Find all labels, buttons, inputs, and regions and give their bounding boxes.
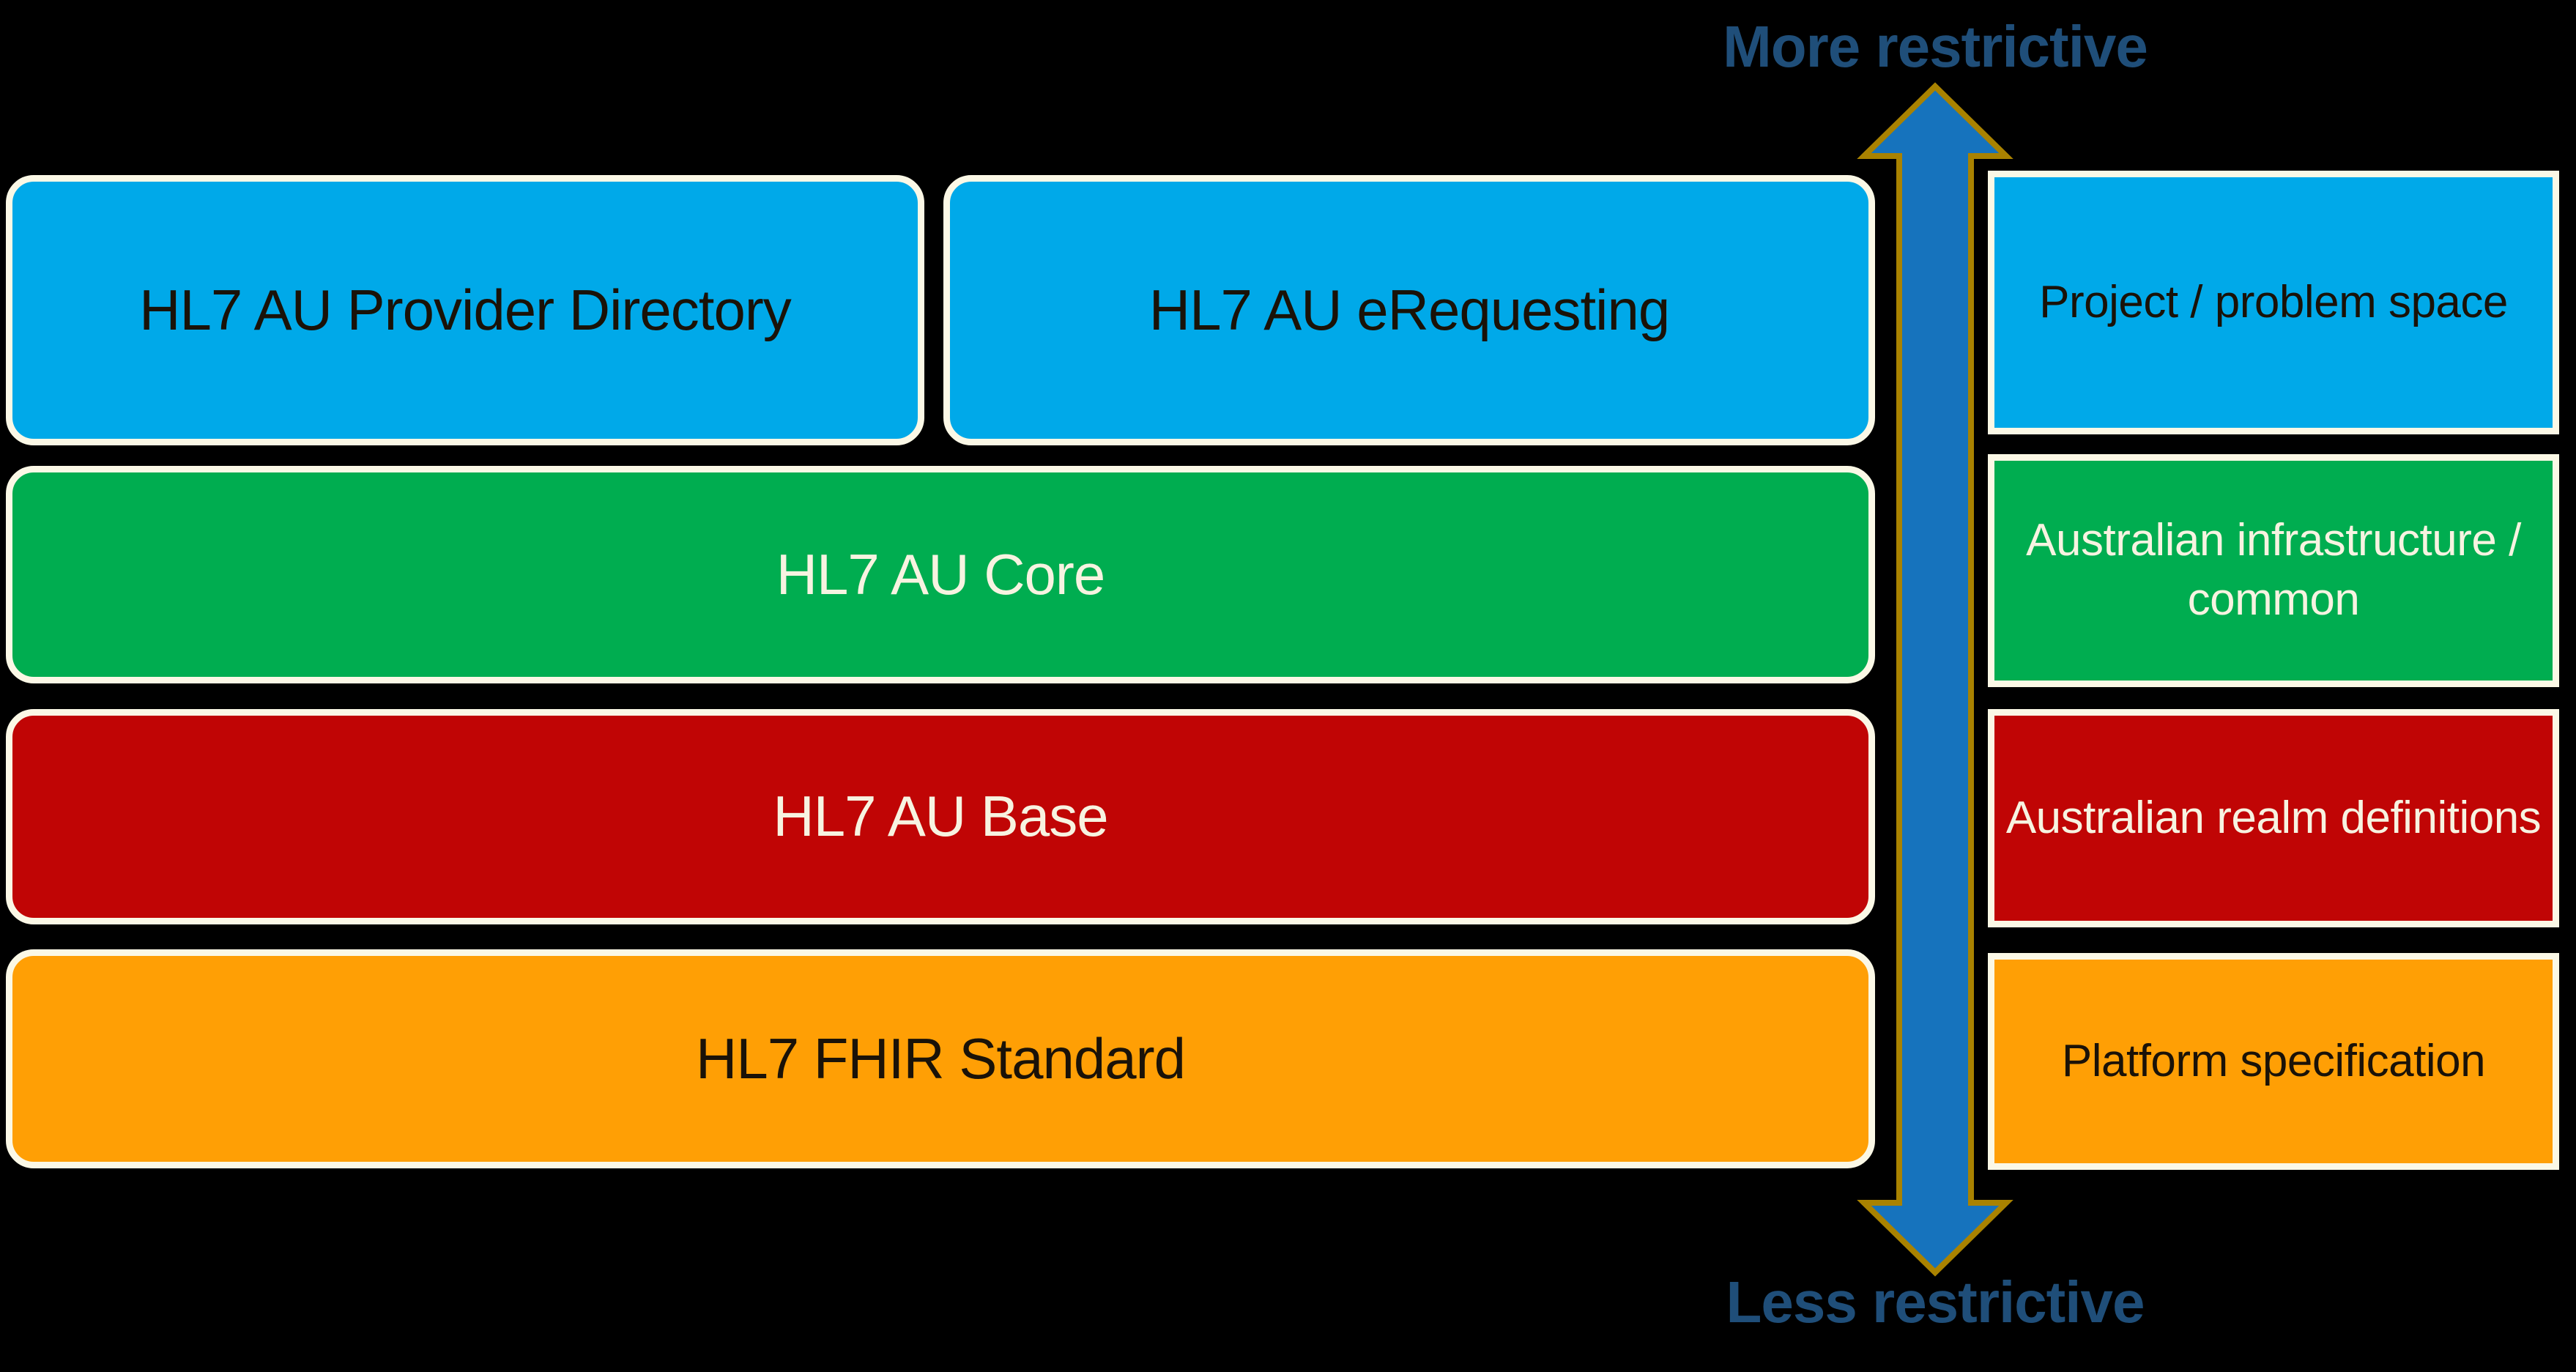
box-hl7-au-base: HL7 AU Base bbox=[6, 709, 1875, 924]
box-australian-infrastructure-common: Australian infrastructure / common bbox=[1988, 454, 2559, 687]
box-label: HL7 AU Provider Directory bbox=[139, 277, 792, 342]
more-restrictive-label: More restrictive bbox=[1723, 14, 2148, 79]
box-hl7-au-core: HL7 AU Core bbox=[6, 466, 1875, 683]
restrictiveness-arrow-icon bbox=[1857, 82, 2013, 1277]
box-label: Australian realm definitions bbox=[2005, 792, 2542, 843]
box-label: HL7 AU eRequesting bbox=[1148, 277, 1670, 342]
box-australian-realm-definitions: Australian realm definitions bbox=[1988, 709, 2559, 927]
box-label: HL7 AU Base bbox=[773, 784, 1108, 849]
box-hl7-au-erequesting: HL7 AU eRequesting bbox=[943, 175, 1875, 445]
box-label: Platform specification bbox=[2061, 1035, 2486, 1086]
box-label: Project / problem space bbox=[2039, 276, 2508, 327]
box-label: HL7 AU Core bbox=[776, 541, 1106, 607]
box-label: HL7 FHIR Standard bbox=[696, 1026, 1186, 1091]
box-hl7-au-provider-directory: HL7 AU Provider Directory bbox=[6, 175, 924, 445]
less-restrictive-label: Less restrictive bbox=[1726, 1269, 2145, 1335]
box-project-problem-space: Project / problem space bbox=[1988, 171, 2559, 434]
box-hl7-fhir-standard: HL7 FHIR Standard bbox=[6, 949, 1875, 1168]
box-label: Australian infrastructure / common bbox=[2026, 515, 2521, 625]
box-platform-specification: Platform specification bbox=[1988, 953, 2559, 1170]
